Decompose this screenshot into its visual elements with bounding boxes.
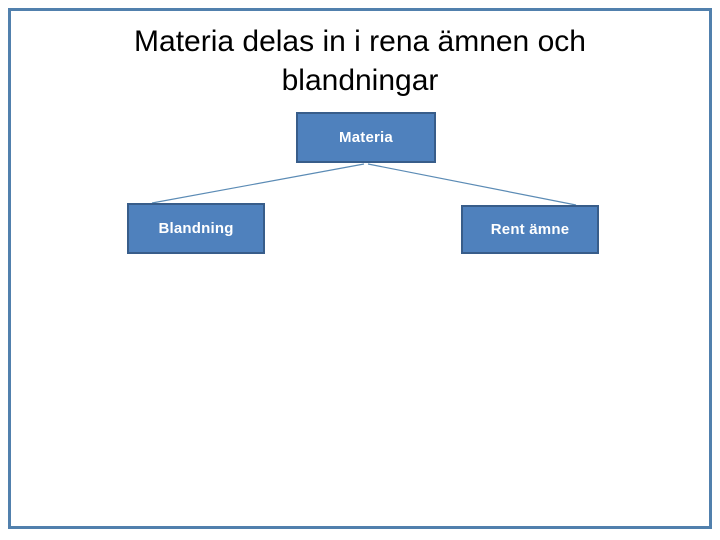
connector-materia-to-rent-amne	[367, 163, 577, 206]
diagram-node-materia[interactable]: Materia	[296, 112, 436, 163]
diagram-node-blandning-label: Blandning	[158, 219, 234, 237]
connector-materia-to-blandning	[151, 163, 365, 204]
diagram-node-materia-label: Materia	[339, 128, 393, 146]
diagram-node-blandning[interactable]: Blandning	[127, 203, 265, 254]
page-title: Materia delas in i rena ämnen och blandn…	[134, 25, 586, 97]
diagram-node-rent-amne-label: Rent ämne	[490, 220, 570, 238]
diagram-node-rent-amne[interactable]: Rent ämne	[461, 205, 599, 254]
